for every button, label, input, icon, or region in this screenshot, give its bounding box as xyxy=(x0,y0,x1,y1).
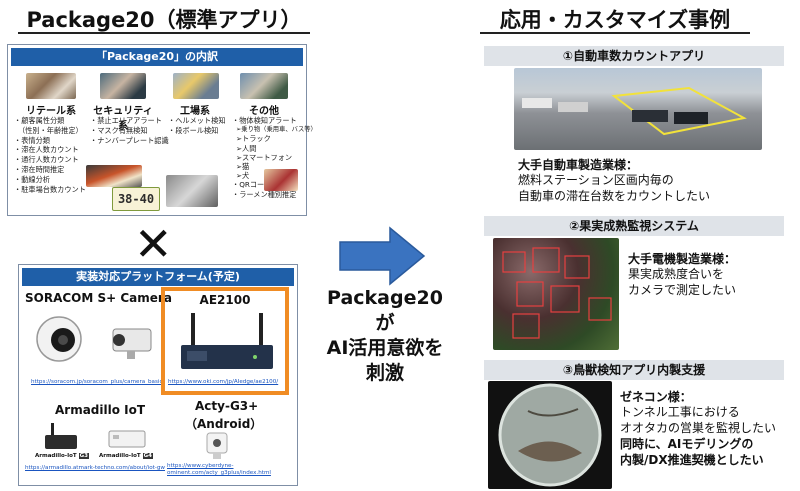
acty-name: Acty-G3+ xyxy=(195,399,259,413)
parking-lot-photo xyxy=(514,68,762,150)
middle-line-3: 刺激 xyxy=(365,362,404,384)
list-item: ・物体検知アラート xyxy=(232,116,297,125)
armadillo-g4-icon xyxy=(108,430,146,448)
middle-line-1: Package20が xyxy=(327,287,443,334)
qr-photo xyxy=(264,169,298,191)
list-item: ➢乗り物（乗用車、バス等） xyxy=(236,126,317,134)
list-item: ・通行人数カウント xyxy=(14,155,79,165)
case-3-description: トンネル工事における オオタカの営巣を監視したい 同時に、AIモデリングの 内製… xyxy=(620,404,776,468)
list-item: ➢スマートフォン xyxy=(236,152,293,162)
case-3-client: ゼネコン様： xyxy=(620,390,692,404)
case-1-client: 大手自動車製造業様： xyxy=(518,158,639,172)
list-item: ➢人間 xyxy=(236,143,257,153)
case-1-desc-line-1: 燃料ステーション区画内毎の xyxy=(518,173,674,187)
right-heading: 応用・カスタマイズ事例 xyxy=(499,8,731,32)
case-2-desc-line-2: カメラで測定したい xyxy=(628,283,737,297)
soracom-url-link[interactable]: https://soracom.jp/soracom_plus/camera_b… xyxy=(31,379,165,385)
list-item: ・禁止エリアアラート xyxy=(90,116,162,125)
list-item: ➢トラック xyxy=(236,134,271,144)
other-list: ・物体検知アラート ➢乗り物（乗用車、バス等） ➢トラック ➢人間 ➢スマートフ… xyxy=(232,116,317,199)
case-2-header: ②果実成熟監視システム xyxy=(484,216,784,236)
list-item: ・駐車場台数カウント xyxy=(14,184,86,194)
list-item: ・滞在人数カウント xyxy=(14,145,79,155)
category-title-security: セキュリティ系 xyxy=(93,106,153,132)
category-title-other: その他 xyxy=(249,106,279,117)
category-title-factory: 工場系 xyxy=(180,106,210,117)
factory-list: ・ヘルメット検知 ・段ボール検知 xyxy=(168,116,226,136)
bird-nest-photo xyxy=(488,381,612,489)
list-item: ・ラーメン種別推定 xyxy=(232,189,297,199)
ae2100-highlight-box: AE2100 https://www.oki.com/jp/AIedge/ae2… xyxy=(161,287,289,395)
factory-photo xyxy=(173,73,219,99)
license-plate-number: 38-40 xyxy=(117,192,155,206)
armadillo-g3-text: Armadillo-IoT xyxy=(35,453,77,459)
retail-photo xyxy=(26,73,76,99)
list-item: ➢犬 xyxy=(236,171,250,181)
list-item: ・マスク有無検知 xyxy=(90,125,148,135)
acty-name-android: （Android） xyxy=(185,417,263,431)
case-3-desc-line-2: オオタカの営巣を監視したい xyxy=(620,421,777,435)
case-3-header: ③鳥獣検知アプリ内製支援 xyxy=(484,360,784,380)
list-item: ・ヘルメット検知 xyxy=(168,116,226,125)
armadillo-g3-icon xyxy=(45,423,77,449)
middle-message: Package20が AI活用意欲を 刺激 xyxy=(318,286,452,386)
list-item: ・滞在時間推定 xyxy=(14,164,65,174)
case-3-desc-bold-line-1: 同時に、AIモデリングの xyxy=(620,437,754,451)
left-heading-underline xyxy=(18,32,310,34)
soracom-camera-icon xyxy=(36,316,82,362)
case-1-header: ①自動車数カウントアプリ xyxy=(484,46,784,66)
ae2100-device-icon xyxy=(181,313,273,369)
license-plate-photo: 38-40 xyxy=(112,187,160,211)
armadillo-name: Armadillo IoT xyxy=(55,403,146,417)
retail-list: ・顧客属性分類 （性別・年齢推定） ・表情分類 ・滞在人数カウント ・通行人数カ… xyxy=(14,116,86,194)
acty-device-icon xyxy=(206,432,228,459)
armadillo-g3-badge: G3 xyxy=(78,453,89,459)
middle-line-2: AI活用意欲を xyxy=(326,337,444,359)
list-item: （性別・年齢推定） xyxy=(18,125,83,135)
case-1-desc-line-2: 自動車の滞在台数をカウントしたい xyxy=(518,189,711,203)
package-breakdown-title: 「Package20」の内訳 xyxy=(11,48,303,66)
list-item: ➢猫 xyxy=(236,162,250,172)
case-3-desc-bold-line-2: 内製/DX推進契機としたい xyxy=(620,453,764,467)
acty-url-link[interactable]: https://www.cyberdyne-ominent.com/acty_g… xyxy=(167,463,271,476)
armadillo-g3-label: Armadillo-IoT G3 xyxy=(35,453,89,459)
fruit-detection-overlay-icon xyxy=(502,247,612,339)
armadillo-g4-badge: G4 xyxy=(142,453,153,459)
fisheye-view-icon xyxy=(498,383,602,487)
case-2-description: 果実成熟度合いを カメラで測定したい xyxy=(628,266,736,298)
platform-box: 実装対応プラットフォーム(予定) SORACOM S+ Camera https… xyxy=(18,264,298,486)
armadillo-g4-label: Armadillo-IoT G4 xyxy=(99,453,153,459)
ae2100-name: AE2100 xyxy=(199,293,251,307)
case-1-description: 燃料ステーション区画内毎の 自動車の滞在台数をカウントしたい xyxy=(518,172,710,204)
case-2-desc-line-1: 果実成熟度合いを xyxy=(628,267,725,281)
platform-title: 実装対応プラットフォーム(予定) xyxy=(22,268,294,286)
security-list: ・禁止エリアアラート ・マスク有無検知 ・ナンバープレート認識 xyxy=(90,116,169,145)
combine-cross-icon: ✕ xyxy=(134,217,173,271)
soracom-name: SORACOM S+ Camera xyxy=(25,291,172,305)
soracom-box-camera-icon xyxy=(112,328,152,359)
list-item: ・顧客属性分類 xyxy=(14,116,65,125)
package-breakdown-box: 「Package20」の内訳 リテール系 セキュリティ系 工場系 その他 ・顧客… xyxy=(7,44,317,216)
list-item: ・ナンバープレート認識 xyxy=(90,135,169,145)
left-heading: Package20（標準アプリ） xyxy=(26,8,302,32)
car-photo xyxy=(86,165,142,187)
ae2100-url-link[interactable]: https://www.oki.com/jp/AIedge/ae2100/ xyxy=(168,379,279,385)
camera-view-photo xyxy=(166,175,218,207)
detection-overlay-icon xyxy=(522,86,747,136)
right-heading-underline xyxy=(480,32,750,34)
list-item: ・QRコード xyxy=(232,180,272,190)
armadillo-url-link[interactable]: https://armadillo.atmark-techno.com/abou… xyxy=(25,465,165,471)
fruit-photo xyxy=(493,238,619,350)
case-2-client: 大手電機製造業様： xyxy=(628,252,737,266)
list-item: ・動線分析 xyxy=(14,174,50,184)
category-title-retail: リテール系 xyxy=(26,106,76,117)
list-item: ・表情分類 xyxy=(14,135,50,145)
other-photo xyxy=(240,73,288,99)
case-3-desc-line-1: トンネル工事における xyxy=(620,405,740,419)
right-arrow-icon xyxy=(339,226,426,286)
armadillo-g4-text: Armadillo-IoT xyxy=(99,453,141,459)
list-item: ・段ボール検知 xyxy=(168,125,219,135)
security-photo xyxy=(100,73,146,99)
